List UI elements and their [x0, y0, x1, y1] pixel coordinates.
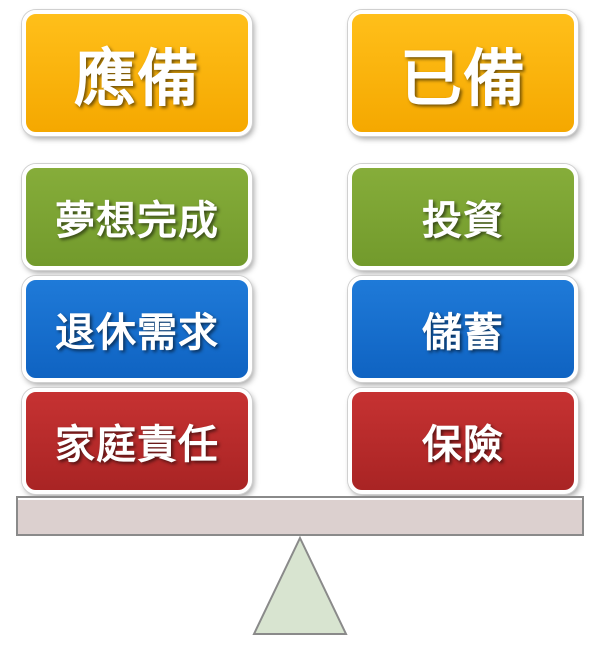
right-item-insurance: 保險 [348, 388, 578, 494]
right-item-label: 投資 [422, 197, 504, 244]
left-item-label: 家庭責任 [55, 421, 219, 468]
left-item-family: 家庭責任 [22, 388, 252, 494]
fulcrum-triangle [252, 536, 348, 635]
balance-beam [16, 496, 584, 536]
left-item-label: 退休需求 [55, 309, 219, 356]
right-item-label: 保險 [422, 421, 504, 468]
left-item-label: 夢想完成 [55, 197, 219, 244]
left-item-retirement: 退休需求 [22, 276, 252, 382]
left-header-box: 應備 [22, 10, 252, 136]
right-header-label: 已備 [399, 42, 526, 115]
right-item-label: 儲蓄 [422, 309, 504, 356]
right-header-box: 已備 [348, 10, 578, 136]
right-item-savings: 儲蓄 [348, 276, 578, 382]
right-item-investment: 投資 [348, 164, 578, 270]
left-header-label: 應備 [73, 42, 200, 115]
left-item-dream: 夢想完成 [22, 164, 252, 270]
